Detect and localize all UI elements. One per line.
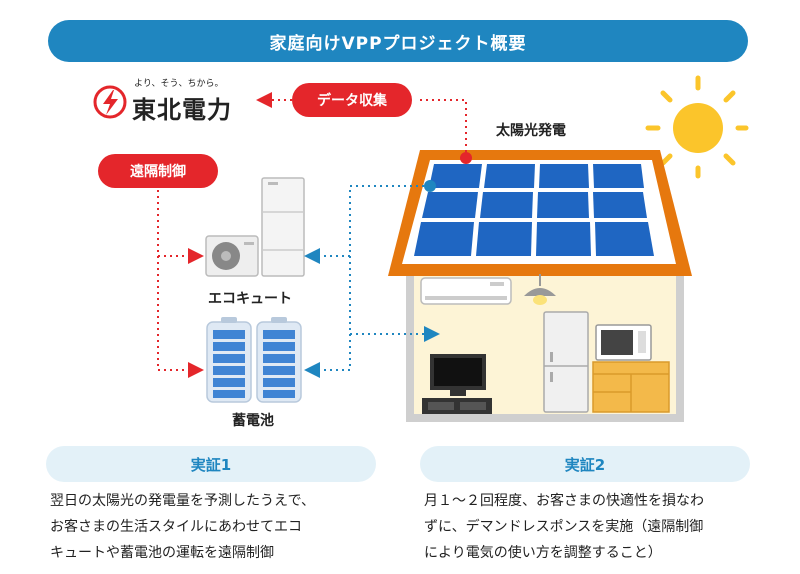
card1-title: 実証1 — [46, 446, 376, 482]
lamp-icon — [524, 274, 556, 305]
microwave-icon — [595, 324, 652, 361]
cabinet-icon — [592, 361, 670, 413]
logo-name: 東北電力 — [132, 96, 232, 124]
data-collection-line — [256, 92, 467, 158]
battery-icon — [206, 317, 252, 403]
refrigerator-icon — [543, 311, 589, 413]
data-collection-badge: データ収集 — [292, 83, 412, 117]
battery-icon — [256, 317, 302, 403]
battery-label: 蓄電池 — [232, 413, 274, 429]
card2-text: 月１～２回程度、お客さまの快適性を損なわ ずに、デマンドレスポンスを実施（遠隔制… — [424, 493, 704, 561]
ecocute-label: エコキュート — [208, 291, 292, 307]
lightning-logo-icon — [93, 85, 127, 119]
page-title: 家庭向けVPPプロジェクト概要 — [48, 20, 748, 62]
power-flow-line — [304, 185, 440, 378]
remote-control-line — [157, 190, 204, 378]
water-tank-icon — [261, 177, 305, 277]
solar-panel-icon — [414, 164, 654, 256]
heat-pump-icon — [205, 235, 259, 277]
sun-icon — [645, 75, 749, 179]
power-point — [424, 180, 436, 192]
solar-label: 太陽光発電 — [496, 123, 566, 139]
logo-tagline: より、そう、ちから。 — [134, 79, 224, 89]
tv-icon — [422, 354, 492, 414]
tohoku-electric-logo: より、そう、ちから。 東北電力 — [92, 76, 242, 126]
card1-text: 翌日の太陽光の発電量を予測したうえで、 お客さまの生活スタイルにあわせてエコ キ… — [50, 493, 316, 561]
card2-title: 実証2 — [420, 446, 750, 482]
air-conditioner-icon — [420, 277, 512, 305]
data-point — [460, 152, 472, 164]
remote-control-badge: 遠隔制御 — [98, 154, 218, 188]
